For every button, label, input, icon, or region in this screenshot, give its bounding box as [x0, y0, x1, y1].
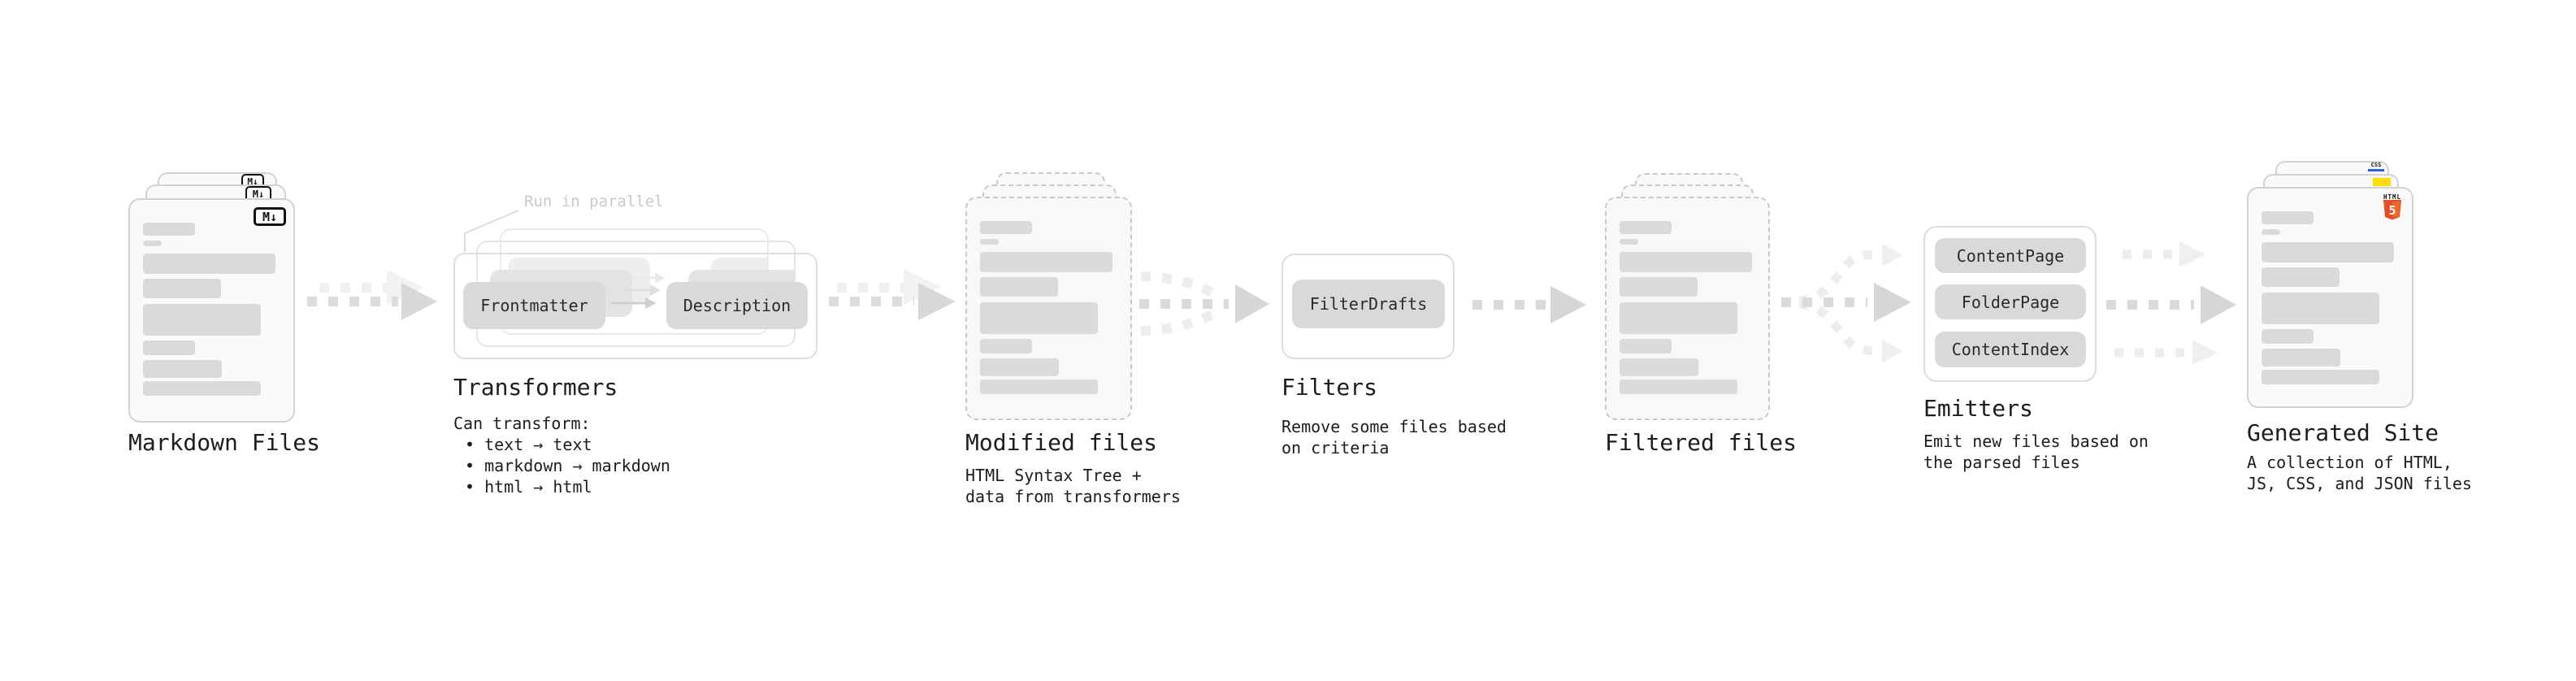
svg-text:5: 5 [2388, 203, 2396, 218]
doc-bar [1620, 277, 1698, 297]
doc-bar [143, 223, 195, 236]
arrow-markdown-to-transformers [307, 270, 437, 320]
js-icon [2373, 178, 2391, 186]
html5-icon: 5 [2383, 200, 2401, 220]
doc-bar [2262, 229, 2280, 235]
doc-bar [143, 241, 162, 246]
css-icon-underline [2368, 169, 2384, 171]
frontmatter-pill: Frontmatter [463, 282, 605, 329]
doc-bar [1620, 239, 1638, 245]
description-pill: Description [666, 282, 808, 329]
contentindex-pill: ContentIndex [1935, 332, 2086, 367]
transformer-frame-front: Frontmatter Description [453, 253, 817, 359]
doc-bar [980, 252, 1112, 272]
filterdrafts-pill: FilterDrafts [1292, 280, 1445, 328]
doc-bar [2262, 242, 2394, 262]
doc-bar [980, 239, 999, 245]
doc-bar [980, 302, 1098, 334]
doc-bar [143, 340, 195, 355]
filtered-files-label: Filtered files [1605, 429, 1798, 456]
doc-bar [1620, 339, 1672, 354]
doc-bar [980, 339, 1032, 354]
arrow-modified-to-filters [1139, 271, 1269, 336]
emitters-label: Emitters [1923, 395, 2033, 422]
doc-bar [980, 277, 1058, 297]
filters-label: Filters [1281, 374, 1378, 401]
generated-site-description: A collection of HTML, JS, CSS, and JSON … [2247, 453, 2472, 493]
doc-bar [143, 304, 261, 336]
transformers-label: Transformers [453, 374, 618, 401]
doc-bar [2262, 267, 2340, 287]
contentpage-pill: ContentPage [1935, 238, 2086, 273]
doc-bar [143, 360, 222, 378]
doc-bar [1620, 221, 1672, 234]
doc-bar [2262, 349, 2340, 367]
folderpage-pill: FolderPage [1935, 284, 2086, 319]
doc-bar [980, 358, 1059, 376]
doc-bar [143, 254, 275, 274]
arrow-emitters-to-generated [2106, 241, 2236, 365]
emitters-description: Emit new files based on the parsed files [1923, 432, 2149, 472]
doc-bar [980, 221, 1032, 234]
modified-files-description: HTML Syntax Tree + data from transformer… [965, 466, 1181, 506]
arrow-filters-to-filtered [1472, 286, 1586, 323]
html5-icon-word: HTML [2383, 193, 2402, 201]
filters-description: Remove some files based on criteria [1281, 417, 1507, 458]
css-icon: CSS [2370, 162, 2382, 168]
generated-site-label: Generated Site [2247, 419, 2439, 446]
doc-bar [1620, 380, 1737, 394]
modified-files-label: Modified files [965, 429, 1158, 456]
doc-bar [1620, 358, 1698, 376]
doc-bar [2262, 293, 2379, 324]
doc-bar [980, 380, 1098, 394]
arrow-transformers-to-modified [829, 269, 956, 320]
markdown-files-label: Markdown Files [128, 429, 321, 456]
markdown-icon: M↓ [254, 207, 286, 226]
doc-bar [143, 381, 261, 396]
doc-bar [143, 279, 221, 298]
doc-bar [2262, 329, 2314, 344]
transformers-description: Can transform: • text → text • markdown … [453, 414, 670, 497]
doc-bar [1620, 252, 1752, 272]
doc-bar [2262, 211, 2314, 224]
arrow-filtered-to-emitters [1781, 244, 1911, 362]
doc-bar [2262, 370, 2379, 384]
run-in-parallel-note: Run in parallel [524, 193, 664, 210]
doc-bar [1620, 302, 1737, 334]
